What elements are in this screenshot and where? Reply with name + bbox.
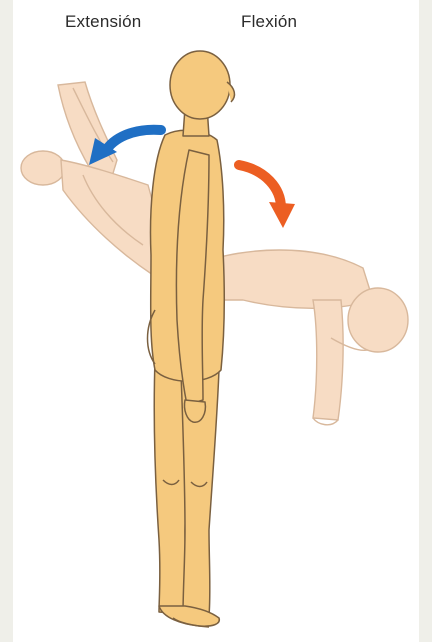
curved-arrow-down-icon: [239, 165, 295, 228]
diagram-frame: Extensión Flexión: [13, 0, 419, 642]
extension-ghost-figure: [21, 82, 163, 275]
flexion-ghost-figure: [198, 250, 408, 425]
trunk-movement-illustration: [13, 0, 419, 642]
standing-figure: [148, 51, 235, 627]
